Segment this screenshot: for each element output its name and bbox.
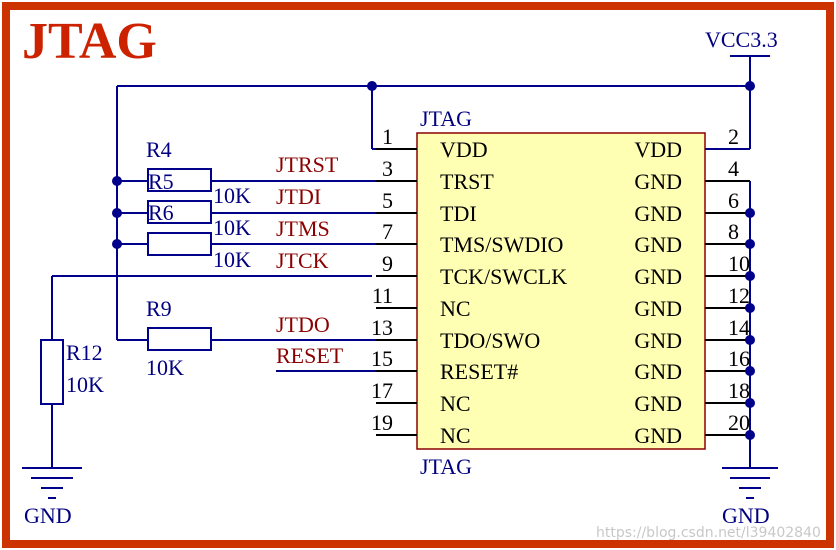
junction-dot (745, 81, 755, 91)
left-pin-number: 13 (371, 315, 393, 340)
net-jtck: JTCK (276, 248, 329, 273)
right-pin-name: GND (634, 359, 682, 384)
r6-value: 10K (213, 215, 251, 240)
right-pin-name: GND (634, 201, 682, 226)
left-pin-number: 3 (382, 156, 393, 181)
right-pins: 2VDD4GND6GND8GND10GND12GND14GND16GND18GN… (634, 124, 750, 448)
right-pin-name: GND (634, 232, 682, 257)
net-jtms: JTMS (276, 216, 330, 241)
right-pin-number: 14 (728, 315, 750, 340)
right-pin-name: GND (634, 328, 682, 353)
junction-dot (745, 303, 755, 313)
left-pin-number: 9 (382, 251, 393, 276)
left-pin-name: RESET# (440, 359, 518, 384)
left-pin-name: NC (440, 423, 471, 448)
vcc-label: VCC3.3 (705, 27, 778, 52)
right-pin-number: 8 (728, 219, 739, 244)
connector-body (416, 132, 706, 450)
left-pin-number: 1 (382, 124, 393, 149)
r6-ref: R6 (148, 200, 174, 225)
right-pin-number: 4 (728, 156, 739, 181)
right-pin-name: GND (634, 423, 682, 448)
right-pin-number: 10 (728, 251, 750, 276)
r-tms-value: 10K (213, 247, 251, 272)
connector-ref-bottom: JTAG (420, 454, 472, 479)
gnd-right-label: GND (722, 503, 770, 528)
junction-dot (112, 208, 122, 218)
right-pin-name: GND (634, 264, 682, 289)
left-pin-name: TDO/SWO (440, 328, 540, 353)
r6-body (147, 200, 212, 224)
r5-body (147, 168, 212, 192)
left-pin-name: VDD (440, 137, 488, 162)
left-pin-name: TRST (440, 169, 494, 194)
right-pin-name: GND (634, 169, 682, 194)
r5-value: 10K (213, 183, 251, 208)
junction-dot (745, 208, 755, 218)
net-jtdi: JTDI (276, 184, 321, 209)
left-pin-number: 11 (372, 283, 393, 308)
junction-dot (745, 271, 755, 281)
junction-dot (745, 430, 755, 440)
schematic-title: JTAG (22, 13, 157, 70)
r12-ref: R12 (66, 340, 103, 365)
right-pin-name: VDD (634, 137, 682, 162)
right-pin-number: 2 (728, 124, 739, 149)
left-pin-name: TMS/SWDIO (440, 232, 563, 257)
left-pin-name: NC (440, 296, 471, 321)
right-pin-number: 20 (728, 410, 750, 435)
net-jtdo: JTDO (276, 312, 330, 337)
junction-dot (745, 335, 755, 345)
junction-dot (112, 239, 122, 249)
right-pin-number: 12 (728, 283, 750, 308)
r9-ref: R9 (146, 296, 172, 321)
right-pin-number: 6 (728, 188, 739, 213)
r12-value: 10K (66, 372, 104, 397)
net-reset: RESET (276, 343, 344, 368)
r5-ref: R5 (148, 169, 174, 194)
pullup-wires (117, 180, 376, 372)
r9-value: 10K (146, 355, 184, 380)
net-jtrst: JTRST (276, 152, 339, 177)
left-pin-name: TDI (440, 201, 477, 226)
gnd-rail-right (722, 181, 778, 499)
right-pin-number: 16 (728, 346, 750, 371)
left-pin-name: NC (440, 391, 471, 416)
left-pin-number: 15 (371, 346, 393, 371)
junction-dot (745, 398, 755, 408)
right-pin-name: GND (634, 296, 682, 321)
left-pin-number: 19 (371, 410, 393, 435)
junction-dot (745, 239, 755, 249)
gnd-left-net (22, 275, 372, 499)
junction-dot (367, 81, 377, 91)
junction-dot (112, 176, 122, 186)
watermark: https://blog.csdn.net/l39402840 (596, 525, 821, 541)
connector-ref-top: JTAG (420, 106, 472, 131)
junctions (112, 81, 755, 440)
r4-ref: R4 (146, 137, 172, 162)
left-pin-number: 5 (382, 188, 393, 213)
gnd-left-label: GND (24, 503, 72, 528)
r12-body (40, 339, 64, 405)
right-pin-name: GND (634, 391, 682, 416)
r-tms-body (147, 232, 212, 256)
right-pin-number: 18 (728, 378, 750, 403)
junction-dot (745, 366, 755, 376)
left-pin-name: TCK/SWCLK (440, 264, 567, 289)
r9-body (147, 327, 212, 351)
left-pin-number: 17 (371, 378, 393, 403)
left-pin-number: 7 (382, 219, 393, 244)
